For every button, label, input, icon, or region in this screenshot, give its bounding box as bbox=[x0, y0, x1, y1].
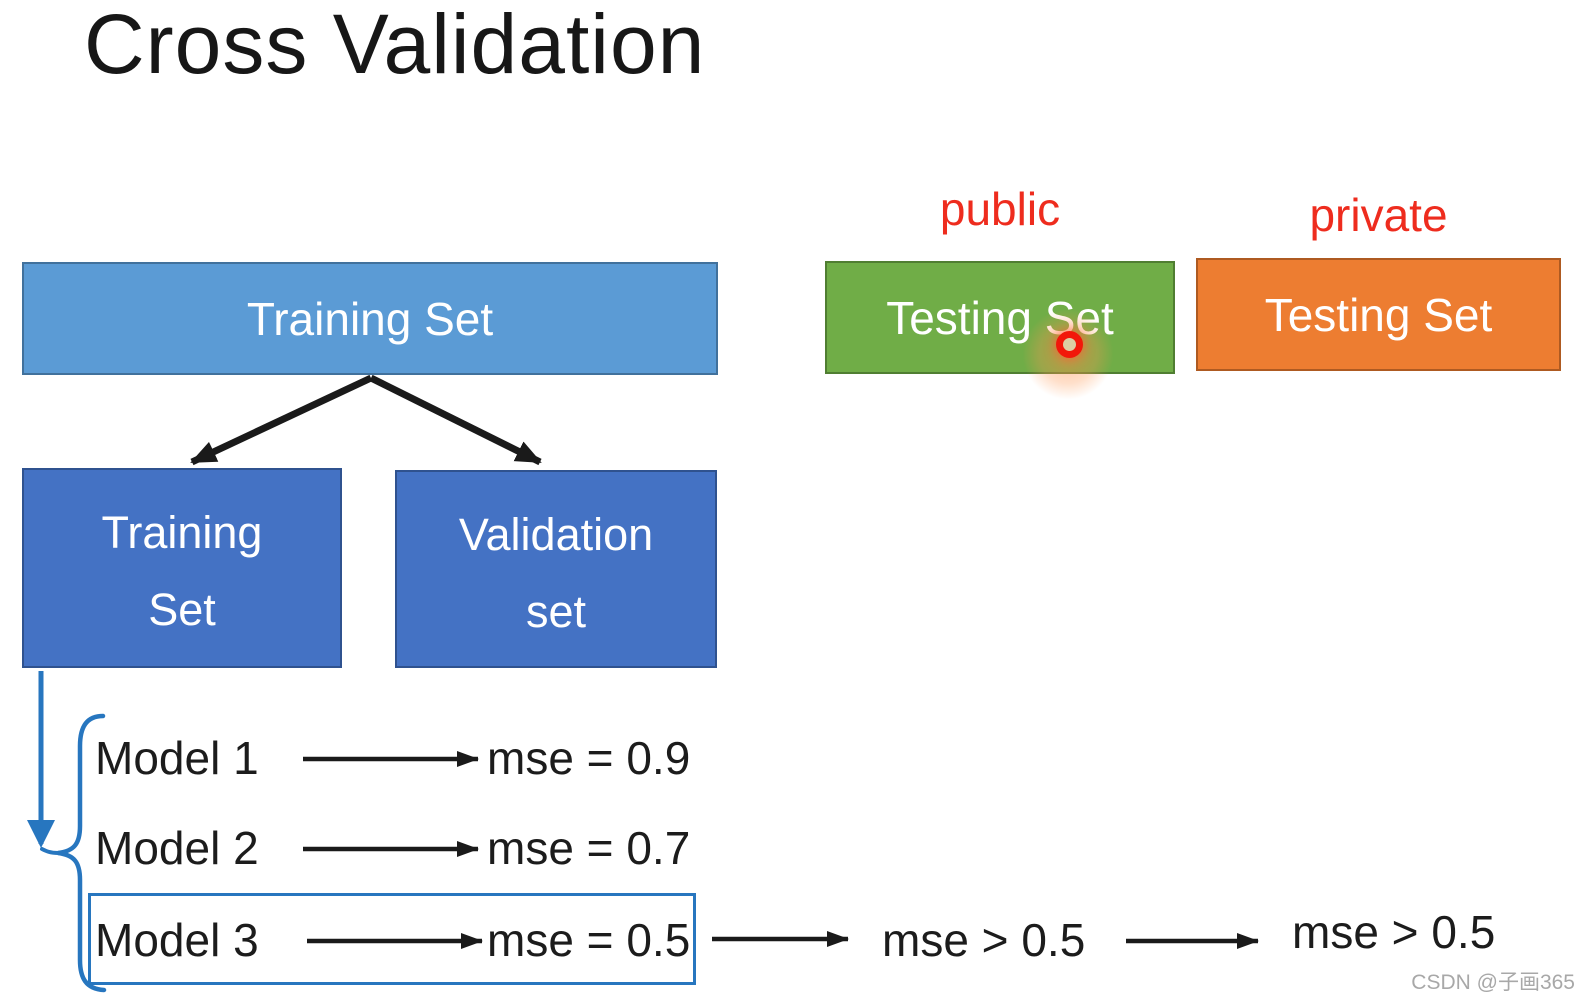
watermark: CSDN @子画365 bbox=[1411, 971, 1575, 994]
private-testing-set-label: Testing Set bbox=[1264, 288, 1493, 341]
training-subset-line2: Set bbox=[148, 584, 216, 635]
model3-selection-rect bbox=[88, 893, 696, 985]
split-arrow-left bbox=[190, 374, 373, 466]
training-subset-box: Training Set bbox=[22, 468, 342, 668]
training-subset-line1: Training bbox=[101, 507, 263, 558]
private-testing-set-box: Testing Set bbox=[1196, 258, 1561, 371]
validation-set-box: Validation set bbox=[395, 470, 717, 668]
validation-set-line1: Validation bbox=[458, 509, 654, 560]
model3-label: Model 3 bbox=[95, 914, 259, 966]
public-testing-set-box: Testing Set bbox=[825, 261, 1175, 374]
model1-label: Model 1 bbox=[95, 732, 259, 784]
split-arrow-right bbox=[369, 374, 542, 466]
model2-label: Model 2 bbox=[95, 822, 259, 874]
model3-result: mse = 0.5 bbox=[487, 914, 691, 966]
validation-set-line2: set bbox=[525, 586, 587, 637]
training-set-box-label: Training Set bbox=[246, 292, 494, 345]
public-mse-result: mse > 0.5 bbox=[882, 914, 1086, 966]
training-set-box: Training Set bbox=[22, 262, 718, 375]
page-title: Cross Validation bbox=[84, 0, 706, 91]
laser-pointer-dot bbox=[1056, 331, 1083, 358]
label-private: private bbox=[1309, 189, 1448, 241]
model1-result: mse = 0.9 bbox=[487, 732, 691, 784]
private-mse-result: mse > 0.5 bbox=[1292, 906, 1496, 958]
label-public: public bbox=[939, 183, 1061, 235]
model2-result: mse = 0.7 bbox=[487, 822, 691, 874]
